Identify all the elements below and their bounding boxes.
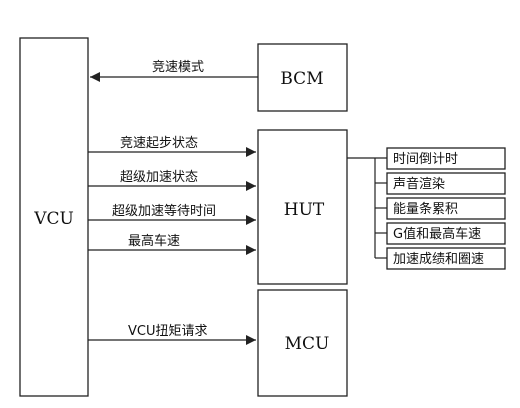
bcm-label: BCM [280, 69, 323, 89]
signal-vcu-to-mcu: VCU扭矩请求 [128, 324, 208, 339]
hut-output-1: 声音渲染 [393, 176, 445, 192]
hut-block [257, 129, 348, 285]
mcu-block [257, 289, 348, 397]
vcu-block [19, 37, 89, 397]
mcu-label: MCU [285, 334, 330, 354]
hut-output-box-3 [386, 222, 506, 245]
hut-output-3: G值和最高车速 [393, 226, 481, 242]
hut-output-box-2 [386, 197, 506, 220]
vcu-label: VCU [33, 209, 74, 229]
hut-output-0: 时间倒计时 [393, 152, 458, 167]
hut-output-2: 能量条累积 [393, 201, 458, 217]
signal-bcm-to-vcu: 竞速模式 [152, 59, 204, 75]
signal-vcu-to-hut-2: 超级加速等待时间 [112, 203, 216, 219]
bcm-block [257, 43, 348, 112]
hut-output-box-4 [386, 247, 506, 270]
hut-label: HUT [284, 200, 325, 220]
signal-vcu-to-hut-1: 超级加速状态 [120, 170, 198, 185]
signal-vcu-to-hut-0: 竞速起步状态 [120, 135, 198, 151]
hut-output-4: 加速成绩和圈速 [393, 252, 484, 267]
hut-output-box-0 [386, 147, 506, 170]
hut-output-box-1 [386, 172, 506, 195]
signal-vcu-to-hut-3: 最高车速 [128, 233, 180, 249]
